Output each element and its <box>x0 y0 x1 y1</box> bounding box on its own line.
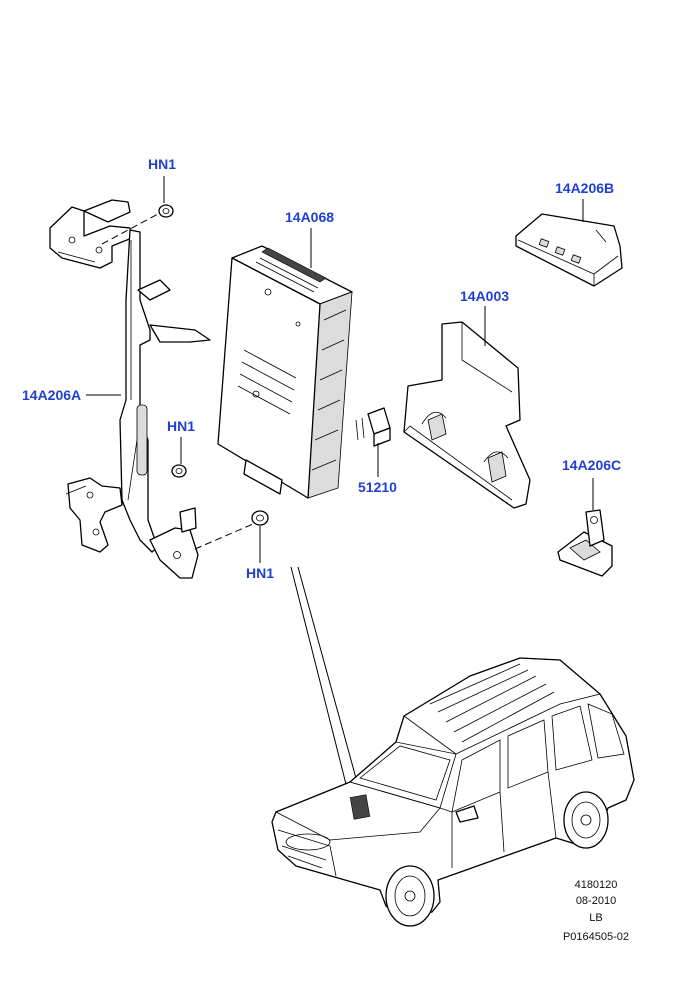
callout-label: HN1 <box>167 418 195 434</box>
module-14a068[interactable] <box>217 245 353 499</box>
ref-date: 08-2010 <box>576 895 616 907</box>
callout-14a206b: 14A206B <box>555 180 614 222</box>
callout-51210: 51210 <box>358 443 397 495</box>
ref-illustration-number: 4180120 <box>575 879 618 891</box>
callout-hn1-middle: HN1 <box>167 418 195 464</box>
callout-label: 51210 <box>358 479 397 495</box>
nut-hn1-top[interactable] <box>101 204 174 245</box>
bracket-14a206c[interactable] <box>557 509 613 577</box>
callout-label: 14A206A <box>22 387 81 403</box>
callout-label: 14A206B <box>555 180 614 196</box>
relay-51210[interactable] <box>355 407 391 447</box>
callout-label: 14A206C <box>562 457 621 473</box>
callout-label: 14A068 <box>285 209 334 225</box>
callout-hn1-bottom: HN1 <box>246 526 274 581</box>
callout-14a068: 14A068 <box>285 209 334 268</box>
callout-label: 14A003 <box>460 288 509 304</box>
callout-14a003: 14A003 <box>460 288 509 346</box>
callout-14a206a: 14A206A <box>22 387 121 403</box>
location-leader <box>290 566 363 801</box>
ref-drawing-number: P0164505-02 <box>563 931 629 943</box>
ref-model: LB <box>589 912 602 924</box>
cover-14a003[interactable] <box>403 321 531 509</box>
nut-hn1-middle[interactable] <box>171 464 187 478</box>
reference-block: 4180120 08-2010 LB P0164505-02 <box>563 879 629 943</box>
callout-14a206c: 14A206C <box>562 457 621 510</box>
bracket-14a206a[interactable] <box>49 199 211 579</box>
nut-hn1-bottom[interactable] <box>194 510 269 550</box>
bracket-14a206b[interactable] <box>515 213 623 287</box>
vehicle-illustration <box>271 657 635 927</box>
callout-label: HN1 <box>246 565 274 581</box>
callout-label: HN1 <box>148 156 176 172</box>
callout-hn1-top: HN1 <box>148 156 176 203</box>
